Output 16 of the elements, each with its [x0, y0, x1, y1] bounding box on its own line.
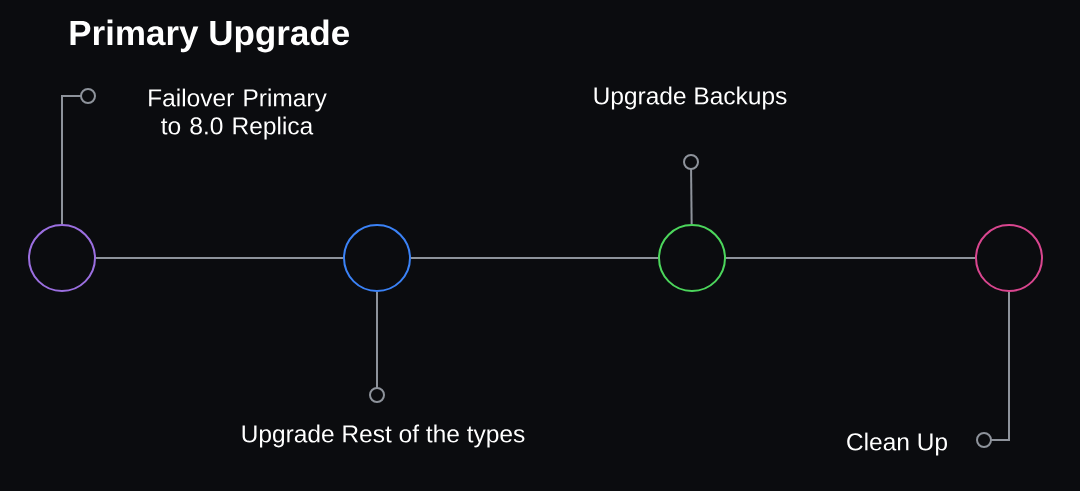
step-label: Upgrade Rest of the types	[242, 424, 525, 448]
step-label: Upgrade Backups	[594, 86, 787, 110]
leader-line	[369, 291, 385, 403]
title: Primary Upgrade	[70, 19, 349, 53]
connector-line	[410, 257, 659, 259]
step-label: Failover Primary to 8.0 Replica	[149, 88, 327, 140]
leader-line	[61, 88, 96, 225]
connector-line	[95, 257, 344, 259]
step-label: Clean Up	[847, 432, 947, 456]
connector-line	[725, 257, 976, 259]
step-circle	[28, 224, 96, 292]
step-circle	[658, 224, 726, 292]
step-circle	[343, 224, 411, 292]
leader-line	[976, 291, 1010, 448]
step-circle	[975, 224, 1043, 292]
leader-line	[683, 154, 699, 225]
